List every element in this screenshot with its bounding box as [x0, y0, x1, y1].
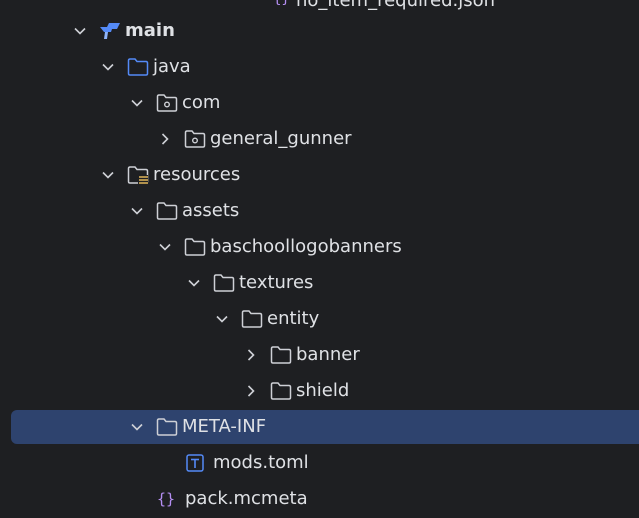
tree-row-label: java — [153, 56, 191, 77]
module-folder-icon — [99, 20, 121, 42]
tree-row-entity[interactable]: entity — [0, 301, 639, 337]
source-folder-icon — [127, 56, 149, 78]
chevron-down-icon[interactable] — [98, 165, 118, 185]
tree-row-com[interactable]: com — [0, 85, 639, 121]
tree-row-banner[interactable]: banner — [0, 337, 639, 373]
tree-row-label: no_item_required.json — [296, 0, 496, 11]
chevron-down-icon[interactable] — [127, 201, 147, 221]
chevron-right-icon[interactable] — [155, 129, 175, 149]
tree-row-general-gunner[interactable]: general_gunner — [0, 121, 639, 157]
tree-row-textures[interactable]: textures — [0, 265, 639, 301]
folder-icon — [270, 344, 292, 366]
tree-row-java[interactable]: java — [0, 49, 639, 85]
folder-icon — [270, 380, 292, 402]
tree-row-label: com — [182, 92, 221, 113]
svg-text:{}: {} — [273, 0, 290, 7]
chevron-right-icon[interactable] — [241, 381, 261, 401]
chevron-down-icon[interactable] — [155, 237, 175, 257]
json-file-icon: {} — [156, 488, 178, 510]
tree-row-label: assets — [182, 200, 240, 221]
chevron-down-icon[interactable] — [98, 57, 118, 77]
chevron-down-icon[interactable] — [184, 273, 204, 293]
tree-row-label: META-INF — [182, 416, 267, 437]
svg-text:{}: {} — [157, 490, 175, 508]
folder-icon — [156, 416, 178, 438]
package-icon — [184, 128, 206, 150]
tree-row-mods-toml[interactable]: mods.toml — [0, 445, 639, 481]
tree-row-label: mods.toml — [213, 452, 309, 473]
chevron-down-icon[interactable] — [70, 21, 90, 41]
tree-row-label: baschoollogobanners — [210, 236, 402, 257]
tree-row-main[interactable]: main — [0, 13, 639, 49]
chevron-down-icon[interactable] — [127, 417, 147, 437]
tree-row-partial[interactable]: {} no_item_required.json — [272, 0, 495, 13]
chevron-down-icon[interactable] — [127, 93, 147, 113]
tree-row-label: resources — [153, 164, 241, 185]
tree-row-label: textures — [239, 272, 314, 293]
tree-row-shield[interactable]: shield — [0, 373, 639, 409]
tree-row-assets[interactable]: assets — [0, 193, 639, 229]
tree-row-label: general_gunner — [210, 128, 352, 149]
tree-row-label: entity — [267, 308, 320, 329]
chevron-right-icon[interactable] — [241, 345, 261, 365]
package-icon — [156, 92, 178, 114]
folder-icon — [241, 308, 263, 330]
chevron-down-icon[interactable] — [212, 309, 232, 329]
tree-row-label: banner — [296, 344, 360, 365]
json-file-icon: {} — [272, 0, 290, 12]
toml-file-icon — [184, 452, 206, 474]
tree-row-meta-inf[interactable]: META-INF — [0, 409, 639, 445]
resources-folder-icon — [127, 164, 149, 186]
folder-icon — [184, 236, 206, 258]
tree-row-pack-mcmeta[interactable]: {} pack.mcmeta — [0, 481, 639, 517]
tree-row-label: main — [125, 20, 175, 41]
tree-row-label: shield — [296, 380, 350, 401]
folder-icon — [156, 200, 178, 222]
tree-row-baschoollogobanners[interactable]: baschoollogobanners — [0, 229, 639, 265]
tree-row-resources[interactable]: resources — [0, 157, 639, 193]
tree-row-label: pack.mcmeta — [185, 488, 308, 509]
folder-icon — [213, 272, 235, 294]
